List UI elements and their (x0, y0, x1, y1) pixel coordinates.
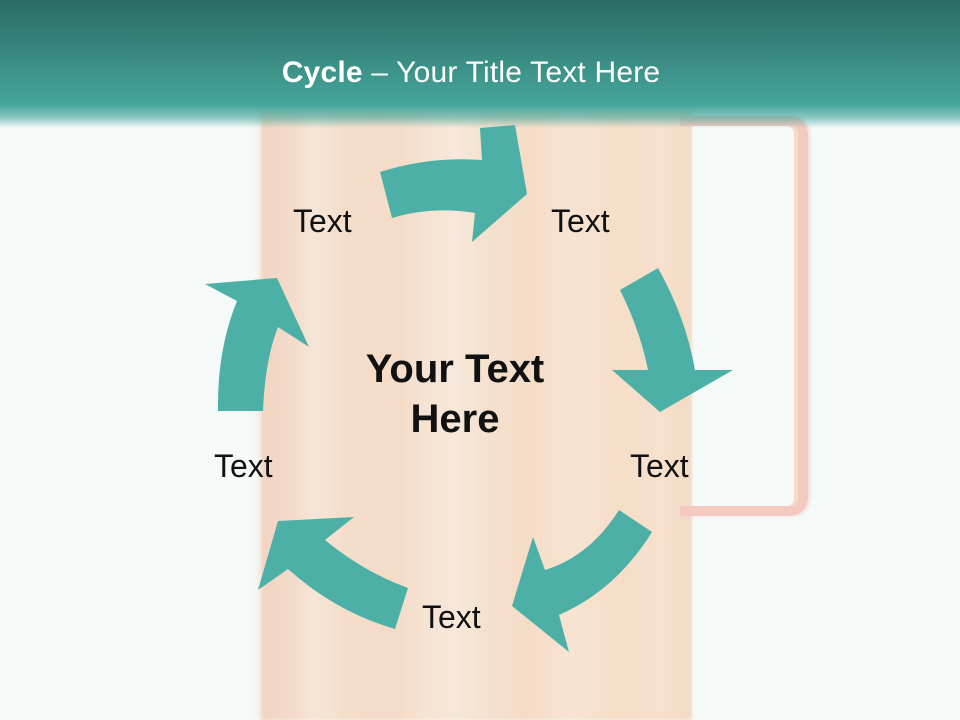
cycle-label-top-left: Text (293, 203, 352, 239)
cycle-label-right: Text (630, 448, 689, 484)
title-bold: Cycle (281, 56, 363, 89)
center-text-line2: Here (410, 397, 500, 441)
cycle-arrow-top-icon (380, 125, 527, 242)
cycle-arrow-bottom-left-icon (258, 517, 408, 629)
cycle-label-bottom: Text (422, 599, 481, 635)
title-rest: – Your Title Text Here (362, 56, 661, 89)
cycle-label-left: Text (214, 448, 273, 484)
slide-title: Cycle – Your Title Text Here (0, 56, 942, 90)
cycle-arrow-right-icon (612, 268, 733, 412)
cycle-arrow-left-icon (205, 278, 309, 411)
center-text-line1: Your Text (365, 347, 545, 391)
center-text: Your Text Here (330, 344, 580, 444)
cycle-label-top-right: Text (551, 203, 610, 239)
title-banner: Cycle – Your Title Text Here (0, 0, 960, 128)
cycle-arrow-bottom-right-icon (512, 510, 652, 652)
